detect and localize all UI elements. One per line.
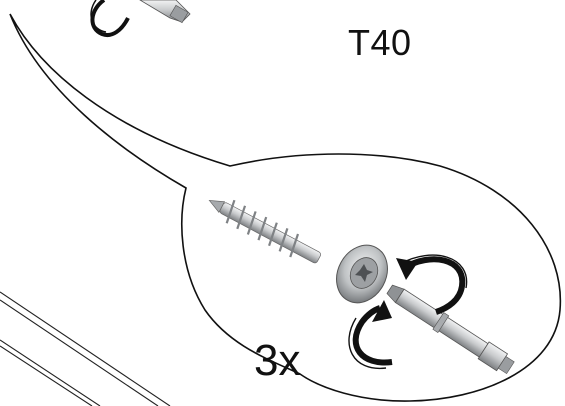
top-rotation-arrow-icon xyxy=(90,0,130,37)
bit-size-label: T40 xyxy=(348,22,412,63)
rotation-arrow-icon xyxy=(348,254,468,369)
top-bit-icon xyxy=(139,0,191,24)
screw-icon xyxy=(208,199,388,304)
board-edge-lines xyxy=(0,291,171,406)
torx-bit-icon xyxy=(386,284,515,375)
repeat-count-label: 3x xyxy=(254,336,301,385)
